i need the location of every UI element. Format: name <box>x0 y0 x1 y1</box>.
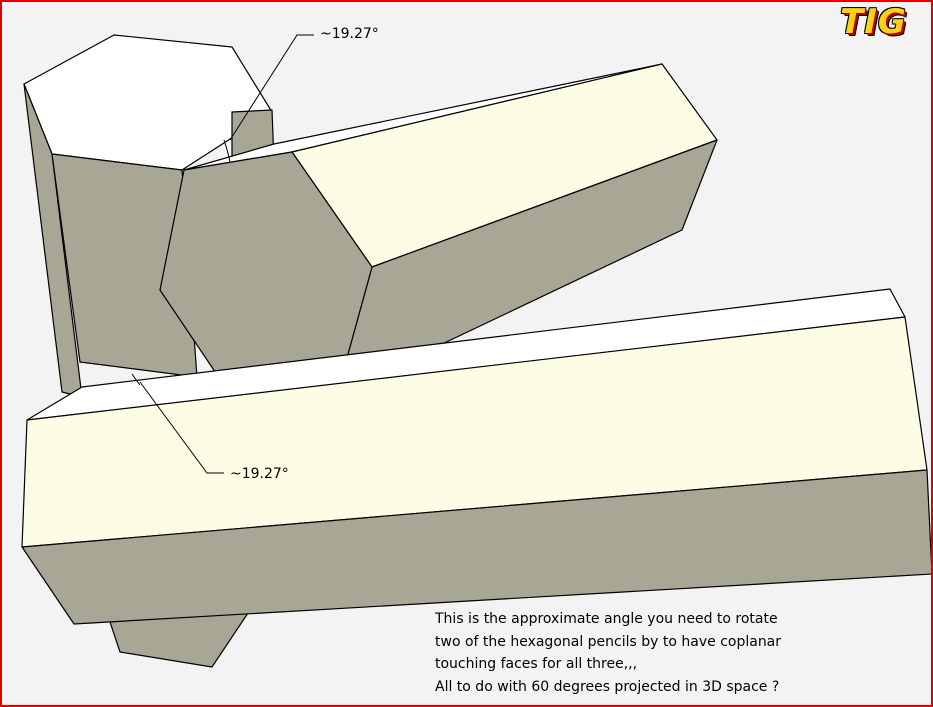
diagonal-pencil <box>159 63 718 398</box>
horizontal-pencil <box>21 288 931 625</box>
vertical-pencil <box>23 34 275 668</box>
caption-line-3: touching faces for all three,,, <box>435 656 638 672</box>
bottom-angle-arc <box>131 373 141 386</box>
angle-label-bottom: ~19.27° <box>230 466 289 482</box>
top-angle-leader <box>229 34 314 141</box>
caption-line-1: This is the approximate angle you need t… <box>435 611 778 627</box>
bottom-angle-leader <box>139 381 224 474</box>
caption-text: This is the approximate angle you need t… <box>435 608 781 698</box>
horizontal-pencil-shadow-face <box>21 469 931 625</box>
angle-label-top: ~19.27° <box>320 26 379 42</box>
caption-line-2: two of the hexagonal pencils by to have … <box>435 633 782 650</box>
caption-line-4: All to do with 60 degrees projected in 3… <box>435 678 780 695</box>
tig-logo: TIG <box>840 2 907 42</box>
top-angle-arc <box>223 139 231 163</box>
